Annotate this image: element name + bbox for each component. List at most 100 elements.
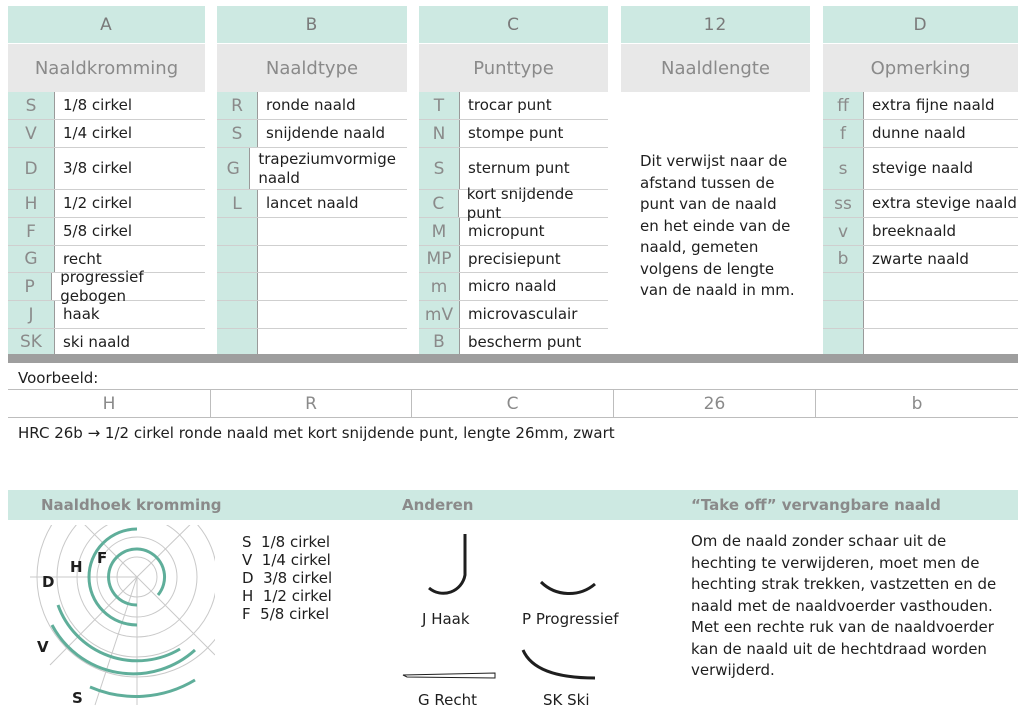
- table-row: [823, 301, 1018, 329]
- example-top-line: [8, 389, 1018, 390]
- row-description: kort snijdende punt: [466, 184, 574, 222]
- row-code: [823, 329, 864, 355]
- row-description: trapeziumvormige naald: [258, 149, 396, 187]
- table-row: SK ski naald: [8, 329, 205, 356]
- curvature-legend: S 1/8 cirkel V 1/4 cirkel D 3/8 cirkel H…: [242, 533, 332, 623]
- example-caption: HRC 26b → 1/2 cirkel ronde naald met kor…: [18, 424, 615, 442]
- row-code: R: [217, 92, 258, 119]
- curvature-title: Naaldhoek kromming: [41, 496, 222, 514]
- row-description: haak: [63, 305, 100, 323]
- diagram-label-d: D: [42, 573, 54, 591]
- row-code: [217, 273, 258, 300]
- table-row: [823, 273, 1018, 301]
- row-description: [258, 246, 266, 272]
- row-description: recht: [63, 249, 102, 268]
- table-row: s stevige naald: [823, 148, 1018, 190]
- row-code: G: [217, 148, 251, 189]
- takeoff-title: “Take off” vervangbare naald: [691, 496, 941, 514]
- others-title: Anderen: [402, 496, 474, 514]
- legend-line: H 1/2 cirkel: [242, 587, 332, 605]
- legend-line: D 3/8 cirkel: [242, 569, 333, 587]
- table-row: [217, 246, 407, 273]
- column-c-title: Punttype: [419, 44, 608, 92]
- table-row: S 1/8 cirkel: [8, 92, 205, 120]
- row-code: [217, 218, 258, 245]
- column-12-title: Naaldlengte: [621, 44, 810, 92]
- row-description: stevige naald: [872, 159, 974, 177]
- row-code: SK: [8, 329, 55, 355]
- row-code: MP: [419, 246, 460, 272]
- row-description: 1/8 cirkel: [63, 96, 133, 114]
- legend-line: S 1/8 cirkel: [242, 533, 331, 551]
- column-b: B Naaldtype: [217, 6, 407, 92]
- column-b-letter: B: [217, 6, 407, 43]
- separator-bar: [8, 354, 1018, 363]
- needle-shapes: [402, 534, 596, 680]
- table-row: MP precisiepunt: [419, 246, 608, 273]
- row-code: s: [823, 148, 864, 189]
- progressive-label: P Progressief: [522, 610, 619, 628]
- row-description: microvasculair: [468, 305, 578, 323]
- column-12-letter: 12: [621, 6, 810, 43]
- table-row: mV microvasculair: [419, 301, 608, 329]
- diagram-grid: [30, 525, 215, 706]
- row-code: V: [8, 120, 55, 147]
- row-code: v: [823, 218, 864, 245]
- row-code: G: [8, 246, 55, 272]
- needle-length-description: Dit verwijst naar de afstand tussen de p…: [640, 152, 795, 299]
- row-code: mV: [419, 301, 460, 328]
- table-row: b zwarte naald: [823, 246, 1018, 273]
- row-code: S: [419, 148, 460, 189]
- row-code: S: [8, 92, 55, 119]
- row-description: 5/8 cirkel: [63, 222, 133, 240]
- table-row: [217, 301, 407, 329]
- row-description: zwarte naald: [872, 249, 969, 268]
- ski-label: SK Ski: [543, 691, 590, 709]
- row-code: P: [8, 273, 53, 300]
- row-code: b: [823, 246, 864, 272]
- row-code: ss: [823, 190, 864, 217]
- example-value-length: 26: [614, 390, 816, 417]
- column-d-letter: D: [823, 6, 1018, 43]
- diagram-label-s: S: [72, 689, 83, 707]
- row-description: [864, 273, 872, 300]
- row-code: F: [8, 218, 55, 245]
- row-description: precisiepunt: [468, 249, 561, 268]
- row-code: C: [419, 190, 459, 217]
- row-description: progressief gebogen: [60, 267, 144, 305]
- ski-needle-icon: [521, 649, 596, 680]
- row-description: ski naald: [63, 332, 131, 351]
- row-code: [823, 273, 864, 300]
- row-description: sternum punt: [468, 159, 570, 177]
- row-code: D: [8, 148, 55, 189]
- takeoff-description: Om de naald zonder schaar uit de hechtin…: [691, 532, 997, 679]
- diagram-arcs: [50, 527, 197, 698]
- row-code: [217, 301, 258, 328]
- table-row: [823, 329, 1018, 356]
- row-code: ff: [823, 92, 864, 119]
- row-code: J: [8, 301, 55, 328]
- legend-line: V 1/4 cirkel: [242, 551, 331, 569]
- bottom-header-band: [8, 490, 1018, 520]
- progressive-needle-icon: [539, 580, 596, 595]
- example-bottom-line: [8, 417, 1018, 418]
- example-value-c: C: [412, 390, 614, 417]
- row-code: f: [823, 120, 864, 147]
- table-row: [217, 273, 407, 301]
